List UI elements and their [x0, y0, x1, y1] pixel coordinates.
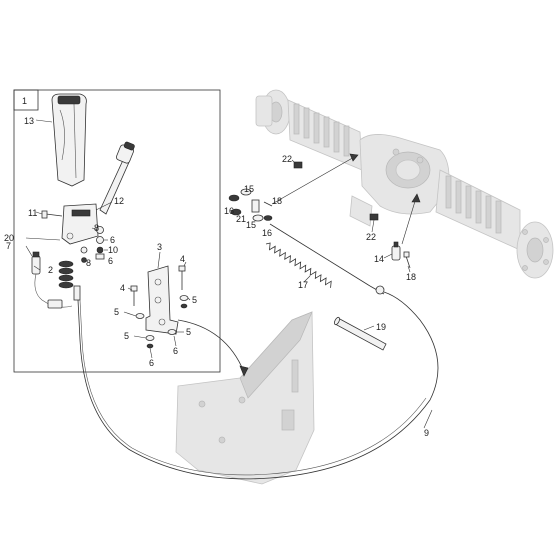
axle-assembly: [255, 89, 554, 279]
callout-22a: 22: [282, 154, 292, 164]
callout-17: 17: [298, 280, 308, 290]
callout-15b: 15: [246, 220, 256, 230]
callout-5b: 5: [192, 295, 197, 305]
control-lever-part: [61, 141, 135, 245]
mount-arrow-bracket: [177, 319, 245, 373]
fitting-22-bottom: [369, 213, 379, 221]
callout-8a: 8: [94, 223, 99, 233]
fitting-22-top: [293, 161, 303, 169]
callout-3: 3: [157, 242, 162, 252]
pointer-to-axle-top: [271, 155, 357, 205]
bracket-part: [145, 265, 179, 335]
callout-11: 11: [28, 208, 37, 218]
callout-labels: 1 13 11 12 20 7 2 8 6 10 6 8 3 4 4 5 5 5…: [4, 96, 429, 438]
callout-18b: 18: [272, 196, 282, 206]
callout-18a: 18: [406, 272, 416, 282]
callout-16b: 16: [262, 228, 272, 238]
callout-5d: 5: [186, 327, 191, 337]
callout-8b: 8: [86, 258, 91, 268]
callout-7: 7: [6, 241, 11, 251]
callout-13: 13: [24, 116, 34, 126]
callout-4b: 4: [180, 254, 185, 264]
assembly-frame-tab: [13, 89, 39, 111]
callout-10: 10: [108, 245, 118, 255]
callout-1: 1: [22, 96, 27, 106]
callout-5a: 5: [114, 307, 119, 317]
callout-21: 21: [236, 214, 246, 224]
rod-part: [334, 316, 387, 351]
callout-19: 19: [376, 322, 386, 332]
washers-nuts-bracket: [135, 295, 189, 349]
bolt-11: [41, 210, 63, 219]
hardware-stack-lever: [80, 226, 105, 263]
callout-6b: 6: [108, 256, 113, 266]
callout-15a: 15: [244, 184, 254, 194]
handle-cover-part: [51, 93, 87, 187]
assembly-frame: [13, 89, 221, 373]
callout-14: 14: [374, 254, 384, 264]
switch-part: [31, 251, 73, 309]
hardware-cluster-axle: [228, 188, 273, 222]
callout-2: 2: [48, 265, 53, 275]
fitting-14: [391, 241, 411, 269]
cable-rod-upper: [269, 223, 371, 287]
chassis-plate: [175, 311, 315, 485]
callout-6d: 6: [173, 346, 178, 356]
spring-part: [265, 242, 332, 288]
control-cable: [77, 291, 439, 480]
pointer-to-axle-right: [401, 197, 417, 245]
callout-9: 9: [424, 428, 429, 438]
leader-lines: [25, 119, 433, 429]
bellows-boot: [58, 260, 81, 301]
callout-4a: 4: [120, 283, 125, 293]
callout-5c: 5: [124, 331, 129, 341]
callout-6a: 6: [110, 235, 115, 245]
callout-12: 12: [114, 196, 124, 206]
callout-16a: 16: [224, 206, 234, 216]
bolts-4: [130, 265, 186, 306]
callout-20: 20: [4, 233, 14, 243]
callout-6c: 6: [149, 358, 154, 368]
callout-22b: 22: [366, 232, 376, 242]
